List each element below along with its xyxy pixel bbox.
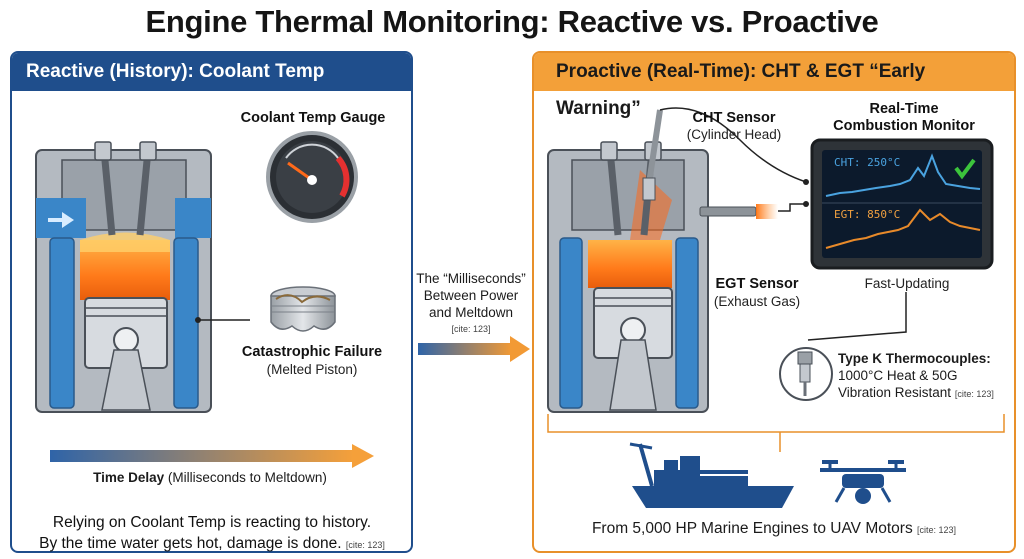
milliseconds-line3: and Meltdown — [428, 305, 514, 320]
time-delay-label: Time Delay (Milliseconds to Meltdown) — [40, 470, 380, 485]
container-ship-icon — [629, 442, 794, 508]
melted-piston-icon — [270, 286, 336, 332]
monitor-title-line2: Combustion Monitor — [833, 118, 975, 134]
failure-subtitle: (Melted Piston) — [266, 362, 358, 377]
time-delay-rest: (Milliseconds to Meltdown) — [164, 470, 327, 485]
proactive-summary-text: From 5,000 HP Marine Engines to UAV Moto… — [591, 520, 913, 537]
time-delay-bold: Time Delay — [93, 470, 165, 485]
reactive-summary-line1: Relying on Coolant Temp is reacting to h… — [52, 514, 372, 531]
egt-sensor-title: EGT Sensor — [715, 276, 799, 292]
thermocouple-cite: [cite: 123] — [954, 389, 994, 399]
thermocouple-icon — [779, 347, 833, 401]
thermocouple-line2: 1000°C Heat & 50G — [838, 368, 958, 383]
milliseconds-line1: The “Milliseconds” — [416, 271, 526, 286]
coolant-temp-gauge-icon — [266, 131, 358, 223]
egt-sensor-subtitle: (Exhaust Gas) — [713, 294, 801, 309]
monitor-cht-readout: CHT: 250°C — [834, 156, 901, 169]
bottom-bracket — [547, 414, 1005, 452]
proactive-panel-header: Proactive (Real-Time): CHT & EGT “Early … — [534, 53, 1014, 119]
monitor-title-line1: Real-Time — [869, 101, 939, 117]
reactive-summary-cite: [cite: 123] — [345, 540, 385, 550]
proactive-summary-cite: [cite: 123] — [917, 525, 957, 535]
coolant-gauge-label: Coolant Temp Gauge — [240, 110, 386, 126]
cht-sensor-probe — [642, 107, 809, 201]
monitor-title: Real-Time Combustion Monitor — [818, 101, 990, 135]
monitor-egt-readout: EGT: 850°C — [834, 208, 901, 221]
egt-sensor-probe — [699, 201, 809, 219]
page-title: Engine Thermal Monitoring: Reactive vs. … — [145, 4, 879, 39]
thermocouple-title: Type K Thermocouples: — [838, 351, 991, 366]
cht-sensor-title: CHT Sensor — [692, 110, 776, 126]
thermocouple-line3: Vibration Resistant — [838, 385, 952, 400]
reactive-panel-header: Reactive (History): Coolant Temp “Autops… — [12, 53, 411, 119]
failure-title: Catastrophic Failure — [241, 344, 383, 360]
milliseconds-line2: Between Power — [423, 288, 519, 303]
left-engine-cutaway — [35, 141, 250, 413]
drone-icon — [820, 460, 906, 504]
proactive-panel: Proactive (Real-Time): CHT & EGT “Early … — [532, 51, 1016, 553]
monitor-caption: Fast-Updating — [864, 276, 950, 291]
combustion-monitor-screen — [810, 138, 994, 270]
cht-sensor-subtitle: (Cylinder Head) — [686, 127, 782, 142]
thermocouple-caption: Type K Thermocouples: 1000°C Heat & 50G … — [838, 350, 1016, 403]
milliseconds-caption: The “Milliseconds” Between Power and Mel… — [414, 270, 528, 338]
reactive-summary-line2: By the time water gets hot, damage is do… — [39, 535, 342, 552]
transition-arrow — [418, 336, 530, 362]
proactive-summary: From 5,000 HP Marine Engines to UAV Moto… — [534, 520, 1014, 538]
right-engine-cutaway — [547, 141, 709, 413]
reactive-summary: Relying on Coolant Temp is reacting to h… — [14, 512, 410, 556]
time-delay-arrow — [50, 444, 374, 468]
milliseconds-cite: [cite: 123] — [451, 324, 491, 334]
monitor-to-thermocouple-connector — [807, 292, 907, 341]
